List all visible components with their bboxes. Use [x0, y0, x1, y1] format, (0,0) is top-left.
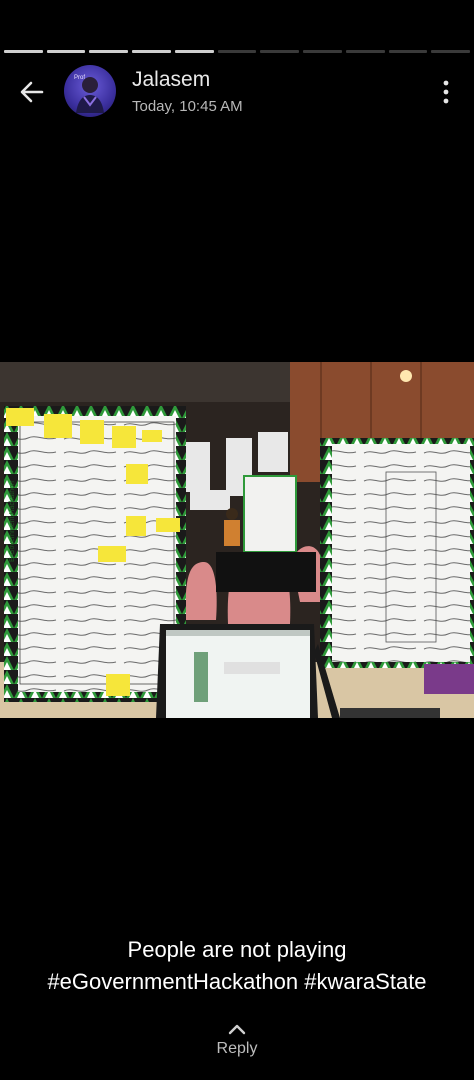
more-options-icon[interactable] — [436, 78, 456, 106]
chevron-up-icon — [228, 1024, 246, 1035]
caption-hashtags: #eGovernmentHackathon #kwaraState — [47, 969, 427, 994]
progress-segment — [174, 50, 214, 53]
progress-segment — [388, 50, 428, 53]
back-arrow-icon[interactable] — [14, 74, 50, 110]
status-timestamp: Today, 10:45 AM — [132, 98, 243, 115]
reply-label: Reply — [216, 1040, 258, 1057]
svg-text:E-Government Hackathon: E-Government Hackathon — [9, 481, 16, 562]
status-header: Prof Jalasem Today, 10:45 AM — [0, 62, 474, 122]
avatar-image: Prof — [74, 75, 104, 113]
progress-segment — [431, 50, 471, 53]
progress-segment — [4, 50, 43, 53]
reply-control[interactable]: Reply — [0, 1022, 474, 1058]
progress-segment — [132, 50, 171, 53]
status-photo: E-Government Hackathon — [0, 362, 474, 718]
status-progress-bar — [4, 50, 471, 53]
progress-segment — [260, 50, 300, 53]
avatar[interactable]: Prof — [64, 65, 116, 117]
caption-line: People are not playing — [127, 937, 347, 962]
progress-segment — [303, 50, 342, 53]
hackathon-photo: E-Government Hackathon — [0, 362, 474, 718]
status-caption: People are not playing #eGovernmentHacka… — [0, 934, 474, 998]
progress-segment — [217, 50, 257, 53]
progress-segment — [89, 50, 129, 53]
progress-segment — [345, 50, 385, 53]
svg-text:Prof: Prof — [74, 75, 85, 81]
progress-segment — [46, 50, 86, 53]
sender-name: Jalasem — [132, 68, 211, 91]
